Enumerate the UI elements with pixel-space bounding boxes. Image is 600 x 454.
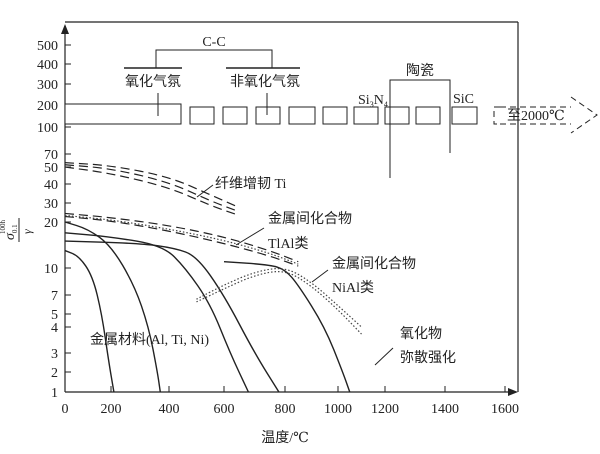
- x-axis-arrow-icon: [508, 388, 518, 396]
- x-tick-label: 1600: [491, 402, 519, 417]
- y-axis-label: σ0.1 100h γ: [0, 218, 34, 242]
- series-line-10: [64, 214, 299, 265]
- y-tick-label: 30: [44, 197, 58, 212]
- series-line-6: [64, 164, 237, 212]
- series-line-4: [223, 260, 351, 393]
- label-to-2000: 至2000℃: [507, 109, 565, 124]
- label-oxidizing: 氧化气氛: [125, 74, 181, 90]
- label-ods-1: 氧化物: [400, 326, 442, 342]
- x-tick-label: 1200: [371, 402, 399, 417]
- series-line-11: [196, 268, 362, 328]
- y-tick-label: 400: [37, 58, 58, 73]
- series-line-1: [64, 221, 161, 393]
- label-fiber-ti: 纤维增韧 Ti: [215, 176, 287, 192]
- x-tick-label: 200: [101, 402, 122, 417]
- y-tick-label: 40: [44, 178, 58, 193]
- x-axis-label: 温度/℃: [261, 430, 309, 446]
- y-tick-label: 200: [37, 99, 58, 114]
- label-metals: 金属材料(Al, Ti, Ni): [90, 332, 209, 348]
- svg-text:100h: 100h: [0, 220, 7, 235]
- label-sic: SiC: [453, 92, 474, 107]
- x-tick-label: 800: [275, 402, 296, 417]
- y-tick-label: 10: [44, 262, 58, 277]
- y-axis-arrow-icon: [61, 24, 69, 34]
- label-nial-1: 金属间化合物: [332, 256, 416, 272]
- y-tick-label: 20: [44, 216, 58, 231]
- y-tick-label: 70: [44, 148, 58, 163]
- series-line-12: [196, 271, 362, 335]
- y-tick-label: 1: [51, 386, 58, 401]
- label-ods-2: 弥散强化: [400, 349, 456, 366]
- series-line-9: [64, 215, 299, 267]
- x-tick-label: 0: [62, 402, 69, 417]
- y-tick-label: 5: [51, 308, 58, 323]
- y-tick-label: 300: [37, 78, 58, 93]
- series-line-0: [64, 249, 115, 393]
- y-tick-label: 100: [37, 121, 58, 136]
- series-line-7: [64, 166, 237, 216]
- label-ceramics: 陶瓷: [406, 63, 434, 79]
- label-cc: C-C: [202, 35, 225, 50]
- label-tial-2: TlAl类: [268, 236, 308, 252]
- y-tick-label: 3: [51, 347, 58, 362]
- label-tial-1: 金属间化合物: [268, 211, 352, 227]
- leader-lines: [196, 184, 394, 366]
- series-line-5: [64, 162, 237, 207]
- series-line-8: [64, 212, 299, 263]
- y-tick-label: 500: [37, 39, 58, 54]
- ticks: 0 200 400 600 800 1000 1200 1400 1600 1 2 3 45 7 10 20 3…: [37, 39, 519, 417]
- material-bars: [64, 22, 598, 392]
- label-si3n4: Si3N4: [358, 93, 388, 109]
- y-tick-label: 4: [51, 321, 58, 336]
- series-line-2: [64, 232, 250, 393]
- x-tick-label: 1400: [431, 402, 459, 417]
- label-non-oxidizing: 非氧化气氛: [230, 74, 300, 90]
- svg-text:γ: γ: [20, 229, 34, 234]
- x-tick-label: 400: [159, 402, 180, 417]
- x-tick-label: 1000: [324, 402, 352, 417]
- y-tick-label: 7: [51, 289, 58, 304]
- x-tick-label: 600: [214, 402, 235, 417]
- y-tick-label: 2: [51, 366, 58, 381]
- y-tick-label: 50: [44, 161, 58, 176]
- curves: [64, 162, 362, 393]
- series-line-3: [64, 240, 280, 393]
- svg-text:σ0.1: σ0.1: [3, 224, 19, 240]
- label-nial-2: NiAl类: [332, 280, 374, 296]
